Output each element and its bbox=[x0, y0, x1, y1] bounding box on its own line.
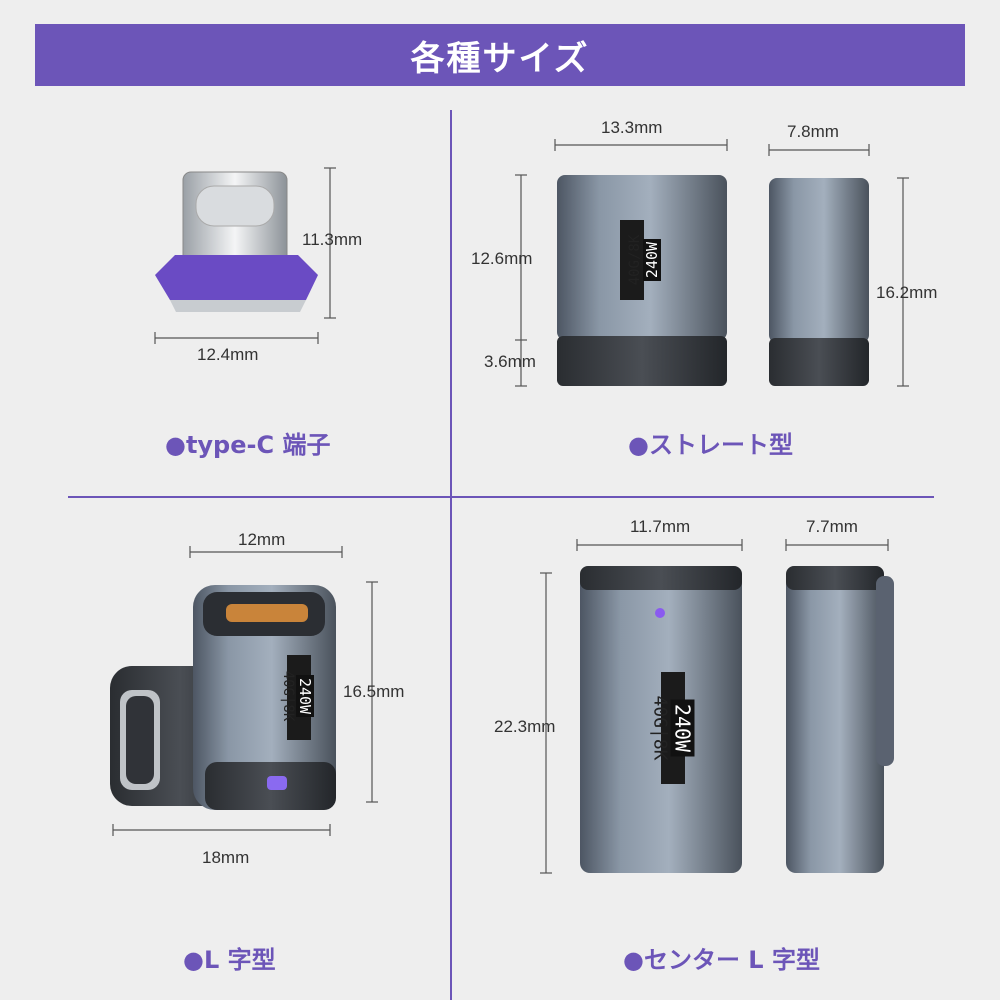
lshape-product-marking: 240W 40G|8K bbox=[271, 661, 323, 731]
lshape-marking-bottom: 40G|8K bbox=[280, 670, 296, 722]
usb-c-plug-icon bbox=[155, 171, 318, 312]
straight-product-marking: 40G/8K 240W bbox=[612, 231, 676, 289]
straight-side-height-label: 16.2mm bbox=[876, 283, 938, 302]
center-l-marking-bottom: 40G|8K bbox=[650, 695, 671, 761]
caption-typec: ●type-C 端子 bbox=[165, 431, 331, 459]
center-l-width-label: 11.7mm bbox=[630, 517, 691, 536]
center-l-marking-top: 240W bbox=[671, 699, 695, 757]
center-l-adapter-icon bbox=[580, 566, 894, 873]
center-l-depth-label: 7.7mm bbox=[806, 517, 858, 536]
caption-lshape: ●L 字型 bbox=[183, 946, 276, 974]
lshape-width-label: 18mm bbox=[202, 848, 250, 867]
straight-marking-bottom: 240W bbox=[643, 238, 661, 282]
center-l-dimension-lines bbox=[540, 539, 889, 874]
straight-dimension-lines bbox=[515, 139, 909, 387]
center-l-height-label: 22.3mm bbox=[494, 717, 556, 736]
typec-dimension-lines bbox=[154, 167, 336, 344]
lshape-marking-top: 240W bbox=[296, 674, 314, 718]
straight-width-label: 13.3mm bbox=[601, 118, 663, 137]
lshape-height-label: 16.5mm bbox=[343, 682, 405, 701]
straight-adapter-icon bbox=[557, 175, 869, 386]
lshape-dimension-lines bbox=[112, 546, 378, 836]
straight-marking-top: 40G/8K bbox=[627, 234, 643, 286]
typec-width-label: 12.4mm bbox=[197, 345, 259, 364]
banner-title: 各種サイズ bbox=[410, 38, 590, 79]
caption-straight: ●ストレート型 bbox=[628, 431, 793, 459]
center-l-product-marking: 240W 40G|8K bbox=[645, 681, 701, 776]
l-shape-adapter-icon bbox=[110, 585, 336, 810]
caption-center-l: ●センター L 字型 bbox=[623, 946, 820, 974]
straight-base-label: 3.6mm bbox=[484, 352, 536, 371]
vertical-divider bbox=[450, 110, 452, 1000]
straight-height-label: 12.6mm bbox=[471, 249, 533, 268]
page-banner: 各種サイズ bbox=[35, 24, 965, 86]
typec-height-label: 11.3mm bbox=[302, 230, 363, 249]
horizontal-divider bbox=[68, 496, 934, 498]
lshape-top-width-label: 12mm bbox=[238, 530, 286, 549]
straight-depth-label: 7.8mm bbox=[787, 122, 839, 141]
